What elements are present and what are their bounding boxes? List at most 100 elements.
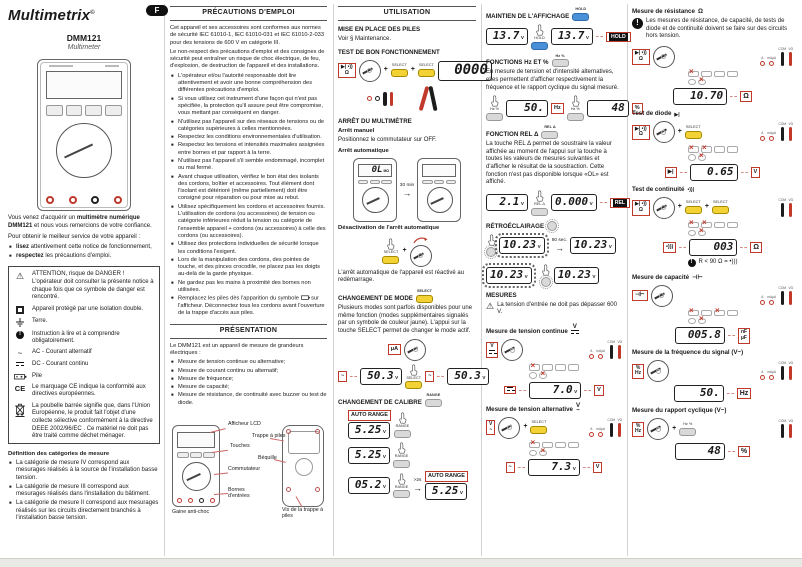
arrow-right-icon: → — [554, 242, 564, 253]
duty-section-title: Mesure du rapport cyclique (V~) — [632, 407, 727, 415]
red-probe-icon — [617, 422, 622, 437]
terminals-cluster: A mAµA COM VΩ — [759, 286, 793, 306]
lcd-display: 0000 — [437, 60, 492, 81]
vdc-section-title: Mesure de tension continue — [486, 328, 568, 336]
crossed-probes-icon — [407, 85, 447, 113]
column-divider — [333, 4, 334, 556]
v-symbol: V — [576, 401, 581, 409]
column-utilisation: UTILISATION MISE EN PLACE DES PILES Voir… — [338, 6, 492, 503]
terminals-cluster: A mAµA COM VΩ — [588, 418, 622, 437]
hz-percent-button-icon: Hz % — [566, 108, 584, 122]
device-callout-diagram: Afficheur LCD Touches Commutateur Bornes… — [170, 412, 327, 522]
ohm-symbol: Ω — [697, 8, 703, 15]
arrow-right-icon: → — [413, 483, 422, 494]
backlight-button-icon — [538, 274, 553, 289]
earth-icon — [12, 318, 28, 328]
rotary-dial-icon — [647, 418, 670, 441]
select-button-icon: SELECT — [382, 251, 400, 265]
category-item: La catégorie de mesure III correspond au… — [8, 484, 160, 499]
symbol-text: Pile — [32, 372, 43, 379]
backlight-section-title: RÉTROÉCLAIRAGE — [486, 222, 545, 230]
black-probe-icon — [780, 424, 785, 439]
terminal-icon — [598, 431, 604, 437]
precautions-p1: Cet appareil et ses accessoires sont con… — [170, 24, 324, 46]
precaution-item: Respectez les conditions environnemental… — [170, 134, 327, 141]
presentation-item: Mesure de résistance, de continuité avec… — [170, 392, 327, 407]
rotary-dial-icon — [652, 196, 675, 219]
select-button-icon: SELECT — [684, 125, 702, 139]
mesures-section-title: MESURES — [486, 291, 517, 299]
label-battery-door: Trappe à piles — [252, 433, 286, 440]
column-divider — [627, 4, 628, 556]
black-probe-icon — [780, 291, 785, 306]
ohm-note: Les mesures de résistance, de capacité, … — [646, 17, 788, 40]
red-probe-icon — [617, 345, 622, 360]
lcd-display: 10.70 — [673, 88, 728, 106]
input-terminals-illustration — [46, 196, 122, 205]
lcd-display: 50. — [506, 99, 548, 117]
rotary-dial-icon — [409, 244, 432, 267]
intro-paragraph: Vous venez d'acquérir un multimètre numé… — [8, 215, 152, 229]
v-flag: V — [594, 384, 604, 396]
precaution-item: Ne gardez pas les mains à proximité des … — [170, 280, 327, 295]
mandatory-instruction-icon: ! — [687, 259, 696, 268]
footer-band — [0, 558, 802, 567]
press-finger-icon — [542, 264, 550, 276]
capacitor-icon: ⊣⊢ — [692, 274, 703, 281]
rotary-dial-icon — [652, 121, 675, 144]
symbol-text: Instruction à lire et à comprendre oblig… — [32, 330, 120, 345]
off-section-title: ARRÊT DU MULTIMÈTRE — [338, 117, 412, 125]
select-button-icon: SELECT — [405, 376, 423, 390]
front-view-illustration — [172, 425, 220, 508]
hz-percent-button-icon: Hz % — [551, 54, 569, 68]
precaution-item: N'utilisez pas l'appareil s'il semble en… — [170, 158, 327, 173]
rotary-dial-icon — [652, 45, 675, 68]
hold-indicator: HOLD — [606, 31, 631, 42]
red-probe-icon — [389, 91, 393, 106]
backlight-button-icon — [545, 218, 560, 233]
ac-flag: ~ — [425, 370, 435, 382]
terminal-icon — [598, 354, 604, 360]
press-finger-icon — [491, 95, 499, 107]
rotary-dial-icon — [358, 59, 381, 82]
ohm-flag: Ω — [740, 91, 752, 103]
diode-flag: ▶| — [664, 166, 677, 178]
label-stand: Béquille — [258, 455, 277, 462]
dc-icon — [12, 361, 28, 368]
red-probe-icon — [788, 202, 793, 217]
press-finger-icon — [572, 95, 580, 107]
hold-button-icon: HOLD — [572, 7, 590, 21]
keys-row-icon — [529, 439, 579, 457]
terminals-cluster: A mAµA COM VΩ — [759, 362, 793, 381]
symbol-text: AC - Courant alternatif — [32, 349, 92, 356]
lcd-screen-illustration — [177, 432, 215, 449]
keys-row-icon — [687, 69, 738, 86]
precaution-item: Lors de la manipulation des cordons, des… — [170, 257, 327, 279]
range-button-icon: RANGE — [393, 424, 411, 438]
rotary-dial-icon — [498, 416, 521, 439]
symbol-text: La poubelle barrée signifie que, dans l'… — [32, 402, 153, 440]
terminal-icon — [759, 61, 765, 67]
frequency-section-title: Mesure de la fréquence du signal (V~) — [632, 349, 744, 357]
function-box-ohm: ▶| •))Ω — [632, 124, 650, 141]
function-box-ohm: ▶| •))Ω — [632, 49, 650, 65]
lcd-display: 005.8 — [674, 327, 725, 345]
black-probe-icon — [780, 52, 785, 67]
black-probe-icon — [383, 91, 387, 106]
press-finger-icon — [536, 190, 544, 202]
select-button-icon: SELECT — [415, 289, 433, 303]
terminal-icon — [769, 375, 775, 381]
copyright-mark: © — [90, 10, 95, 16]
autooff-text: L'arrêt automatique de l'appareil est ré… — [338, 269, 465, 284]
batteries-section-title: MISE EN PLACE DES PILES — [338, 25, 421, 33]
press-finger-icon — [387, 238, 395, 250]
